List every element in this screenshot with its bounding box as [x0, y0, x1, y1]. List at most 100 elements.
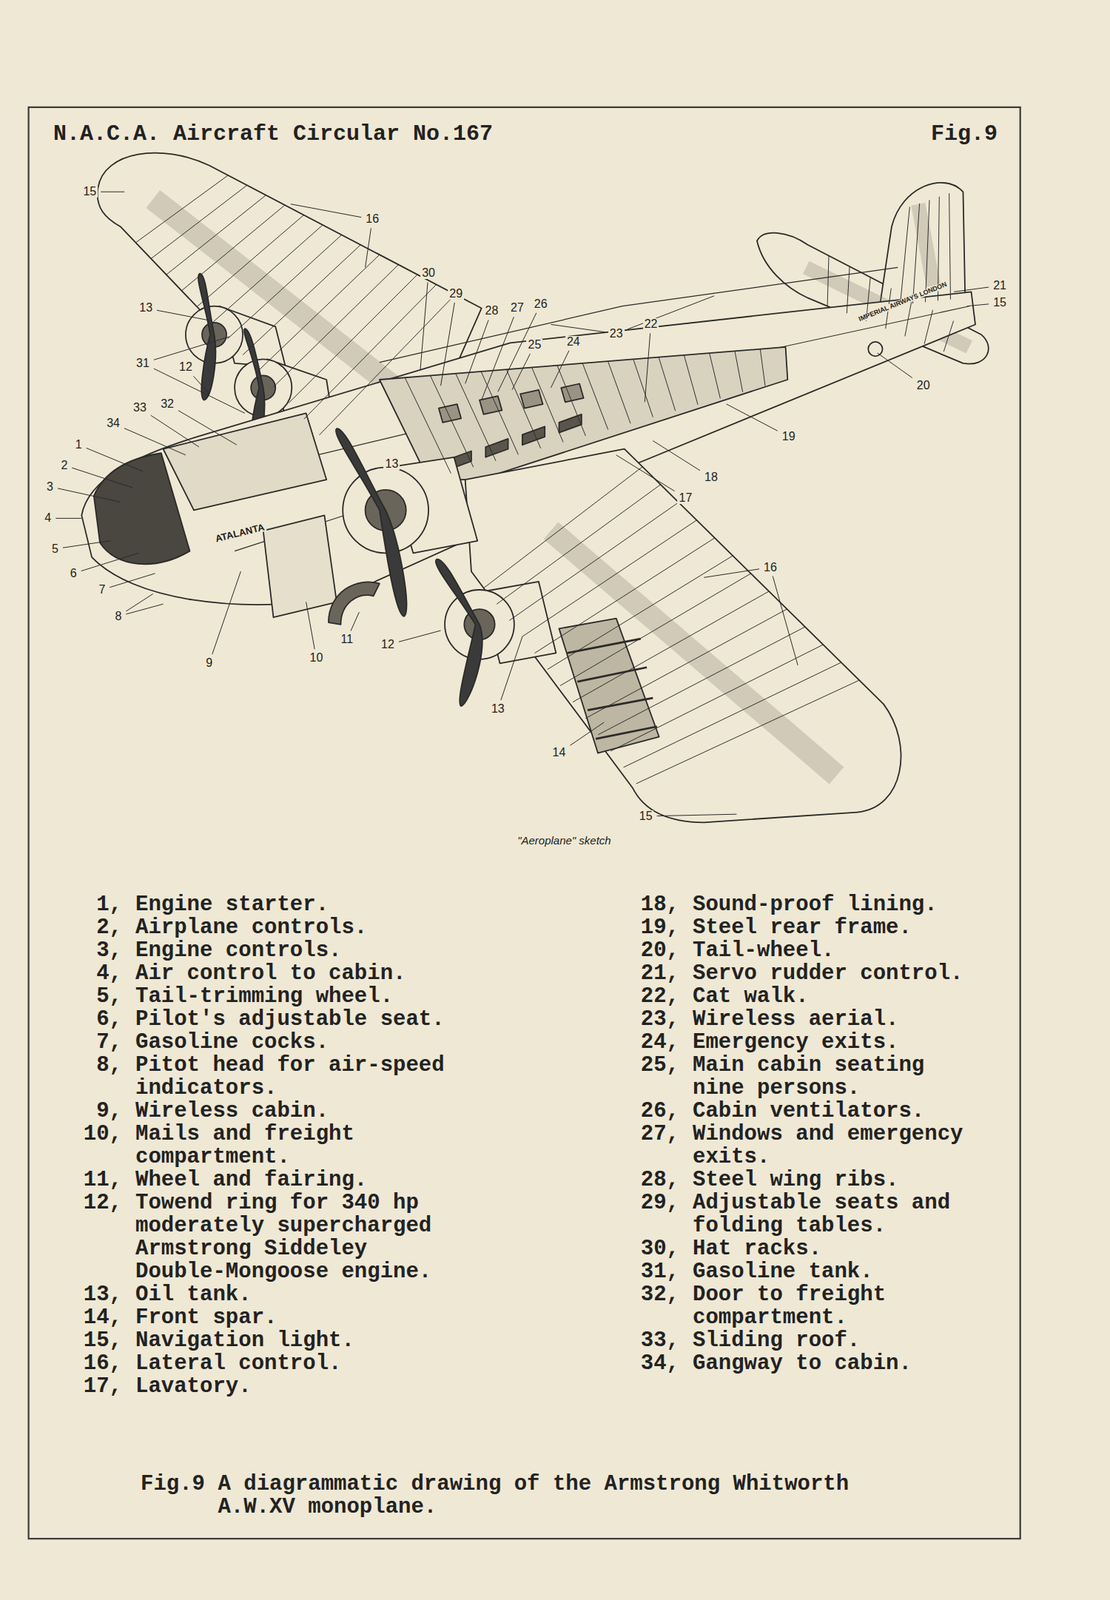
- wing-rib: [212, 224, 323, 323]
- wing-rib: [242, 244, 361, 356]
- propeller: [198, 273, 216, 401]
- wing-rib: [949, 193, 951, 299]
- cockpit-open: [163, 412, 328, 510]
- wing-rib: [496, 484, 661, 605]
- callout-number: 1: [74, 438, 84, 451]
- wing-rib: [623, 662, 842, 768]
- callout-number: 8: [113, 610, 123, 623]
- key-text: Hat racks.: [692, 1237, 980, 1261]
- key-text: Cat walk.: [692, 984, 980, 1008]
- key-text: Gangway to cabin.: [692, 1351, 980, 1375]
- wing-rib: [585, 609, 787, 719]
- callout-number: 17: [677, 492, 695, 504]
- spar-cutaway: [559, 618, 660, 754]
- leader-line: [81, 552, 140, 571]
- wing-rib: [258, 254, 380, 371]
- callout-number: 24: [565, 335, 582, 348]
- key-number: 1,: [57, 893, 123, 917]
- nose-cutaway: [93, 452, 191, 564]
- wing-rib: [535, 537, 715, 654]
- callout-number: 12: [379, 638, 396, 651]
- leader-line: [772, 576, 798, 666]
- leader-line: [550, 350, 569, 388]
- key-text: Emergency exits.: [692, 1030, 980, 1054]
- leader-line: [212, 571, 242, 655]
- leader-line: [953, 287, 989, 292]
- key-number: 34,: [614, 1351, 680, 1375]
- leader-line: [365, 227, 372, 268]
- wing-rib: [905, 298, 912, 336]
- callout-number: 30: [420, 267, 437, 279]
- leader-line: [193, 375, 210, 394]
- wing-rib: [483, 466, 643, 588]
- key-number: 21,: [614, 962, 680, 985]
- callout-number: 7: [96, 583, 107, 596]
- callout-number: 15: [81, 185, 98, 198]
- leader-line: [153, 368, 245, 413]
- leader-line: [569, 722, 604, 746]
- key-number: 15,: [57, 1329, 123, 1352]
- leader-line: [153, 336, 230, 360]
- key-text: Tail-wheel.: [692, 939, 980, 962]
- key-number: 10,: [57, 1122, 123, 1146]
- leader-line: [657, 814, 738, 816]
- wing-rib: [429, 375, 473, 467]
- key-number: 6,: [57, 1007, 123, 1031]
- freight-door: [263, 515, 337, 618]
- wing-rib: [925, 199, 930, 302]
- key-number: 3,: [57, 939, 123, 962]
- leader-line: [967, 304, 989, 307]
- key-text: Engine controls.: [135, 939, 449, 962]
- wing-rib: [608, 361, 632, 424]
- wing-rib: [404, 377, 451, 473]
- key-text: Towend ring for 340 hp moderately superc…: [135, 1191, 449, 1284]
- key-number: 18,: [614, 893, 680, 917]
- key-text: Mails and freight compartment.: [135, 1122, 449, 1169]
- callout-number: 13: [489, 703, 507, 715]
- leader-line: [178, 410, 237, 445]
- figure-caption: Fig.9 A diagrammatic drawing of the Arms…: [140, 1472, 917, 1519]
- wing-rib: [455, 373, 496, 462]
- leader-line: [350, 611, 359, 631]
- key-number: 11,: [57, 1168, 123, 1192]
- key-text: Tail-trimming wheel.: [135, 984, 449, 1008]
- wing-rib: [943, 321, 954, 353]
- wing-rib: [532, 367, 564, 442]
- key-number: 33,: [614, 1329, 680, 1352]
- callout-number: 21: [991, 279, 1008, 292]
- callout-number: 13: [137, 301, 154, 314]
- callout-number: 26: [532, 298, 550, 311]
- key-text: Steel rear frame.: [692, 916, 980, 940]
- tail-wheel: [868, 341, 883, 356]
- leader-line: [306, 601, 316, 649]
- key-text: Windows and emergency exits.: [692, 1122, 980, 1169]
- key-text: Cabin ventilators.: [692, 1099, 980, 1123]
- leader-line: [726, 404, 778, 431]
- callout-number: 10: [307, 651, 325, 664]
- ribs: [135, 175, 954, 784]
- callout-number: 11: [338, 633, 355, 646]
- leader-line: [125, 593, 153, 612]
- wing-rib: [227, 234, 342, 339]
- leader-line: [616, 455, 675, 492]
- leader-line: [100, 191, 125, 193]
- key-number: 19,: [614, 916, 680, 940]
- callout-number: 27: [509, 301, 526, 314]
- key-text: Pitot head for air-speed indicators.: [135, 1053, 449, 1100]
- wing-rib: [846, 266, 850, 314]
- key-text: Engine starter.: [135, 893, 449, 917]
- key-text: Wheel and fairing.: [135, 1168, 449, 1192]
- leader-line: [420, 281, 428, 370]
- leader-line: [465, 319, 489, 384]
- key-text: Sound-proof lining.: [692, 893, 980, 917]
- wing-rib: [319, 294, 456, 436]
- callout-number: 14: [551, 746, 568, 759]
- callout-number: 4: [42, 512, 53, 524]
- wing-rib: [683, 355, 698, 405]
- wing-rib: [734, 350, 743, 392]
- wing-rib: [597, 626, 806, 735]
- figure-number: Fig.9: [930, 121, 998, 147]
- leader-line: [441, 302, 456, 386]
- wing-rib: [899, 207, 910, 305]
